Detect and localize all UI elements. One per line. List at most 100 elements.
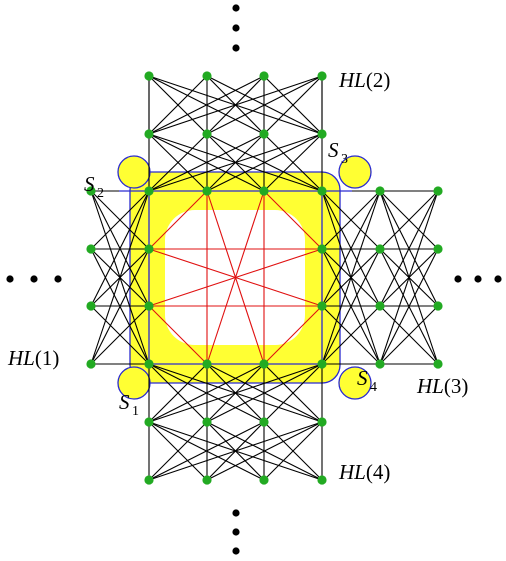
blue-edge-group (119, 190, 352, 365)
ellipsis-dot (232, 24, 240, 32)
node (202, 475, 212, 485)
label-hl2: HL(2) (338, 68, 390, 92)
yellow-highlight-region (117, 155, 372, 400)
node (144, 186, 154, 196)
node (144, 71, 154, 81)
edge-top-outer (206, 75, 323, 135)
node (433, 244, 443, 254)
edge-left (90, 190, 150, 307)
node (375, 301, 385, 311)
node (259, 129, 269, 139)
svg-text:2: 2 (97, 186, 104, 201)
edge-right-outer (379, 305, 439, 365)
edge-right-inner (321, 305, 381, 365)
node (317, 244, 327, 254)
node (202, 186, 212, 196)
edge-bottom-outer (263, 421, 323, 481)
corner-lobe-2 (338, 155, 372, 189)
edge-right-inner (321, 190, 381, 365)
edge-bottom-outer (148, 421, 265, 481)
corner-lobe-3 (117, 366, 151, 400)
node (86, 359, 96, 369)
node (144, 244, 154, 254)
label-hl3: HL(3) (416, 374, 468, 398)
node (375, 186, 385, 196)
ellipsis-dot (474, 275, 482, 283)
edge-ring (263, 190, 323, 250)
edge-left (90, 248, 150, 365)
edge-top-outer (263, 75, 323, 135)
edge-right-outer (379, 248, 439, 365)
edge-bottom-outer (148, 421, 208, 481)
node (144, 129, 154, 139)
edge-bottom-outer (206, 421, 323, 481)
node (317, 359, 327, 369)
label-hl4: HL(4) (338, 460, 390, 484)
edge-right-outer (379, 190, 439, 365)
ellipsis-dot (494, 275, 502, 283)
node (433, 359, 443, 369)
node (317, 417, 327, 427)
ellipsis-dots (6, 4, 502, 555)
node (86, 244, 96, 254)
ellipsis-dot (454, 275, 462, 283)
node (202, 417, 212, 427)
edge-ring (148, 305, 208, 365)
edge-right-inner (321, 190, 381, 307)
ellipsis-dot (232, 547, 240, 555)
edge-bottom-inner (206, 363, 323, 423)
edge-top-inner (206, 133, 323, 192)
svg-text:S: S (328, 138, 339, 162)
node (202, 71, 212, 81)
node (317, 71, 327, 81)
edge-right-outer (379, 190, 439, 307)
svg-text:1: 1 (132, 404, 139, 419)
edge-top-outer (148, 75, 323, 135)
edge-bottom-inner (148, 363, 323, 423)
edge-top-inner (263, 133, 323, 192)
node (317, 301, 327, 311)
edge-ring (148, 190, 208, 250)
edge-top-inner (148, 133, 265, 192)
edge-chord (148, 248, 323, 307)
node (317, 186, 327, 196)
node (433, 186, 443, 196)
node (259, 186, 269, 196)
node (259, 475, 269, 485)
edge-bottom-outer (148, 421, 323, 481)
node-group (86, 71, 443, 485)
edge-top-outer (148, 75, 265, 135)
ellipsis-dot (30, 275, 38, 283)
edge-left (90, 190, 150, 365)
svg-text:3: 3 (341, 152, 348, 167)
node (144, 301, 154, 311)
node (317, 129, 327, 139)
node (202, 129, 212, 139)
ellipsis-dot (232, 44, 240, 52)
edge-ring (263, 305, 323, 365)
edge-top-inner (148, 133, 208, 192)
ellipsis-dot (54, 275, 62, 283)
edge-left (90, 305, 150, 365)
edge-bottom-inner (148, 363, 265, 423)
node (433, 301, 443, 311)
node (86, 301, 96, 311)
edge-right-inner (321, 248, 381, 365)
node (144, 359, 154, 369)
black-edge-group (90, 75, 439, 481)
ellipsis-dot (232, 4, 240, 12)
edge-bottom-inner (148, 363, 208, 423)
ellipsis-dot (6, 275, 14, 283)
ellipsis-dot (232, 509, 240, 517)
corner-lobe-1 (117, 155, 151, 189)
node (317, 475, 327, 485)
svg-text:S: S (357, 366, 368, 390)
ellipsis-dot (232, 528, 240, 536)
node (259, 71, 269, 81)
edge-right-outer (379, 190, 439, 250)
